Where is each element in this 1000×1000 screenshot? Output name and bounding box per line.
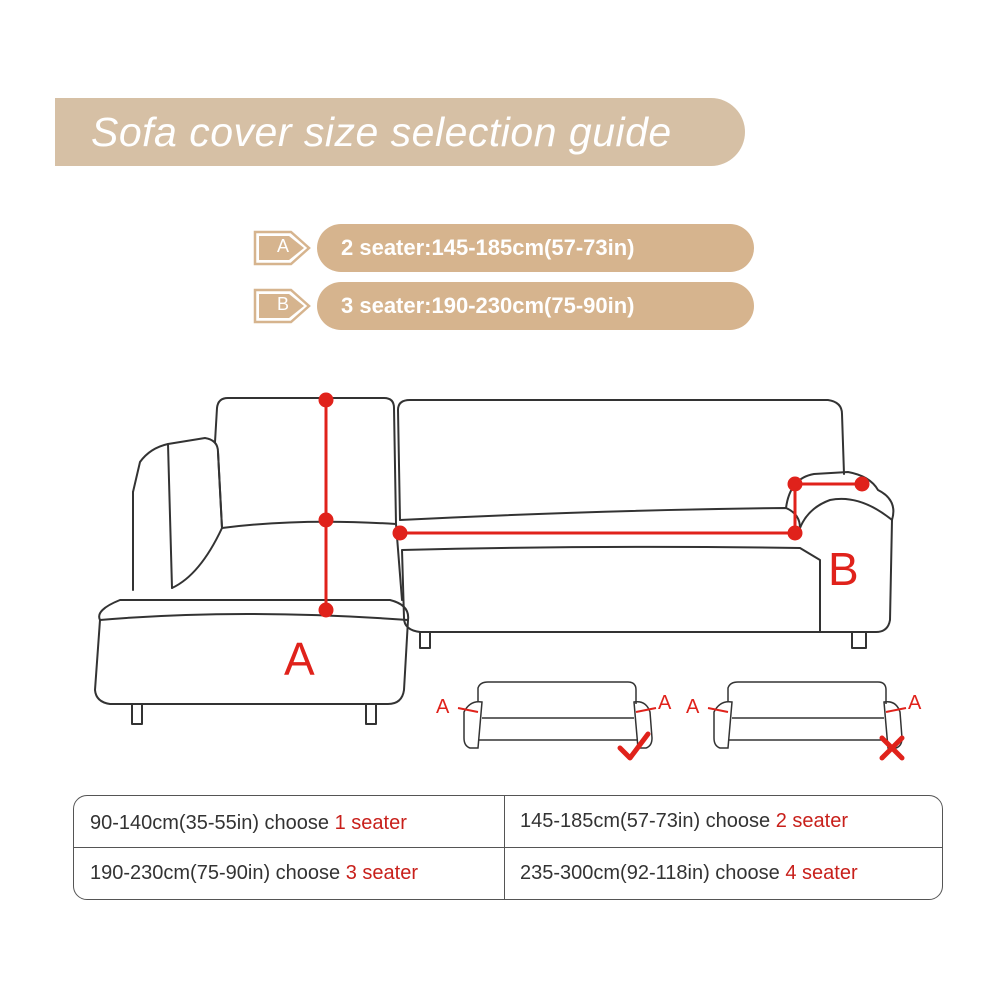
- cell-range: 90-140cm(35-55in) choose: [90, 812, 330, 834]
- cell-seater: 4 seater: [785, 862, 858, 884]
- spec-row-b: B 3 seater:190-230cm(75-90in): [253, 282, 754, 330]
- page-title: Sofa cover size selection guide: [91, 108, 672, 155]
- sofa-leg-1: [419, 631, 431, 649]
- cell-range: 235-300cm(92-118in) choose: [520, 862, 780, 884]
- small-correct-label-left: A: [436, 696, 450, 718]
- small-sofa-correct: [463, 681, 653, 749]
- size-table: 90-140cm(35-55in) choose 1 seater 145-18…: [73, 795, 943, 900]
- small-wrong-label-right: A: [908, 692, 922, 714]
- chaise-seat: [221, 520, 403, 601]
- cell-seater: 1 seater: [334, 812, 407, 834]
- arrow-a-icon: [253, 230, 311, 266]
- chaise-arm: [132, 437, 223, 529]
- sofa-seat-front: [401, 545, 821, 633]
- spec-letter-b: B: [277, 294, 290, 314]
- table-cell: 145-185cm(57-73in) choose 2 seater: [520, 810, 848, 833]
- arrow-b-icon: [253, 288, 311, 324]
- cell-range: 145-185cm(57-73in) choose: [520, 810, 771, 832]
- small-wrong-label-left: A: [686, 696, 700, 718]
- chaise-leg-1: [131, 703, 143, 725]
- spec-row-a: A 2 seater:145-185cm(57-73in): [253, 224, 754, 272]
- chaise-back: [214, 397, 397, 525]
- check-icon: [617, 731, 651, 761]
- spec-pill-a: 2 seater:145-185cm(57-73in): [317, 224, 754, 272]
- sofa-illustration: [94, 392, 907, 761]
- table-cell: 190-230cm(75-90in) choose 3 seater: [90, 862, 418, 885]
- spec-text-b: 3 seater:190-230cm(75-90in): [341, 293, 635, 318]
- table-cell: 235-300cm(92-118in) choose 4 seater: [520, 862, 858, 885]
- spec-text-a: 2 seater:145-185cm(57-73in): [341, 235, 635, 260]
- label-a: A: [284, 633, 315, 685]
- sofa-right-arm: [785, 471, 895, 633]
- small-sofa-wrong: [713, 681, 903, 749]
- chaise-front: [94, 599, 410, 705]
- cross-icon: [879, 735, 905, 761]
- cell-seater: 3 seater: [345, 862, 418, 884]
- chaise-leg-2: [365, 703, 377, 725]
- small-correct-label-right: A: [658, 692, 672, 714]
- title-banner: Sofa cover size selection guide: [55, 98, 745, 166]
- sofa-seat-top: [399, 507, 801, 529]
- sofa-leg-2: [851, 631, 867, 649]
- table-divider-vertical: [504, 796, 505, 899]
- table-cell: 90-140cm(35-55in) choose 1 seater: [90, 812, 407, 835]
- spec-pill-b: 3 seater:190-230cm(75-90in): [317, 282, 754, 330]
- spec-letter-a: A: [277, 236, 290, 256]
- cell-range: 190-230cm(75-90in) choose: [90, 862, 341, 884]
- label-b: B: [828, 543, 859, 595]
- table-divider-horizontal: [74, 847, 942, 848]
- cell-seater: 2 seater: [775, 810, 848, 832]
- sofa-back: [397, 399, 845, 521]
